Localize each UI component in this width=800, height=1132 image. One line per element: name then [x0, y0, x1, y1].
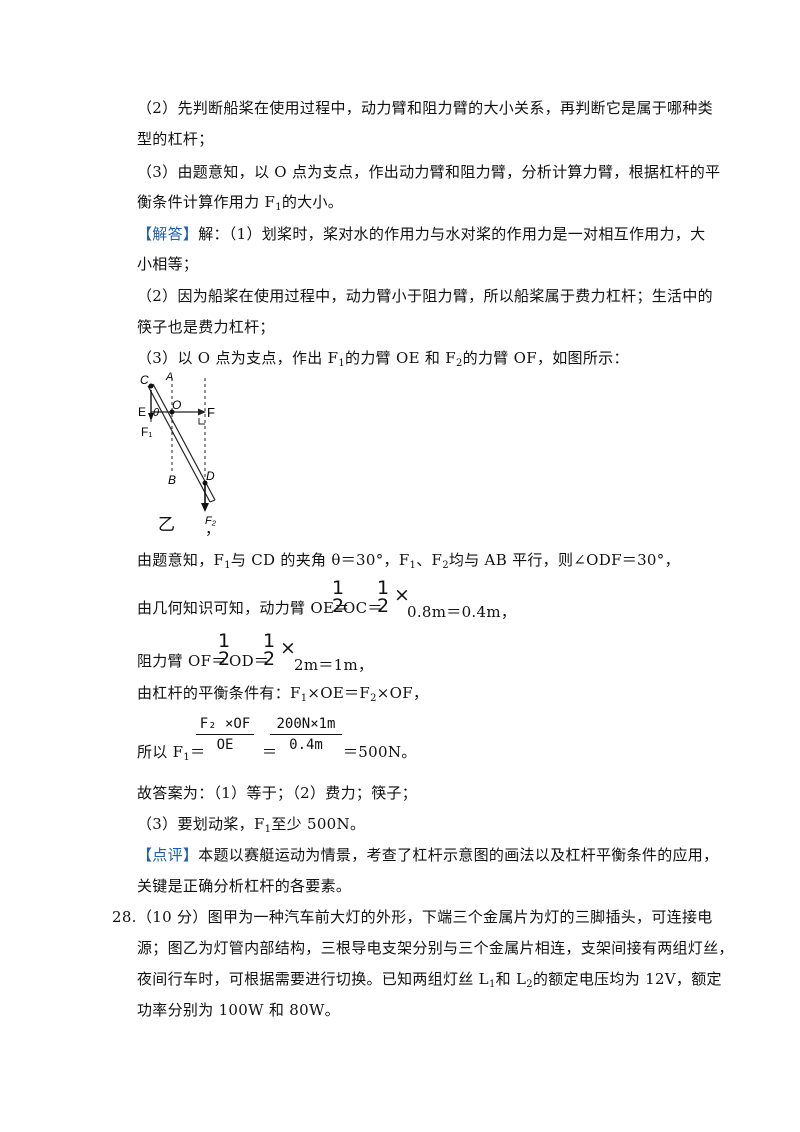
label-D: D [206, 469, 215, 483]
right-angle-mark [198, 418, 205, 425]
arrow-F2-head [201, 503, 209, 512]
formula-part: ＝500N。 [343, 743, 417, 761]
text-line: 由杠杆的平衡条件有：F1×OE＝F2×OF， [137, 684, 429, 704]
text-line: （3）由题意知，以 O 点为支点，作出动力臂和阻力臂，分析计算力臂，根据杠杆的平 [137, 163, 721, 181]
oar-edge [147, 385, 211, 503]
label-B: B [168, 473, 176, 487]
answer-line: 【解答】解：（1）划桨时，桨对水的作用力与水对桨的作用力是一对相互作用力，大 [137, 225, 706, 243]
label-F2: F₂ [205, 515, 217, 527]
times-sign: × [394, 584, 411, 606]
question-text: 功率分别为 100W 和 80W。 [137, 1001, 340, 1019]
text-line: 小相等； [137, 255, 199, 273]
text-line: 型的杠杆； [137, 130, 214, 148]
label-C: C [140, 373, 149, 387]
label-F1: F₁ [141, 425, 152, 439]
formula-line: 阻力臂 OF＝ [137, 652, 227, 670]
formula-part: 0.8m＝0.4m， [407, 603, 517, 621]
text-line: 关键是正确分析杠杆的各要素。 [137, 877, 352, 895]
answer-tag: 【解答】 [137, 225, 199, 243]
text-line: （2）因为船桨在使用过程中，动力臂小于阻力臂，所以船桨属于费力杠杆；生活中的 [137, 287, 713, 305]
text-line: 筷子也是费力杠杆； [137, 318, 275, 336]
point-C [148, 383, 154, 389]
formula-part: OC＝ [343, 599, 383, 617]
arrow-F [198, 408, 206, 416]
text-line: （3）以 O 点为支点，作出 F1的力臂 OE 和 F2的力臂 OF，如图所示： [137, 349, 629, 369]
question-text: （10 分）图甲为一种汽车前大灯的外形，下端三个金属片为灯的三脚插头，可连接电 [137, 908, 713, 926]
label-O: O [172, 398, 181, 412]
text-line: （3）要划动桨，F1至少 500N。 [137, 815, 366, 835]
arrow-F1-head [148, 413, 154, 421]
times-sign: × [280, 637, 297, 659]
question-text: 夜间行车时，可根据需要进行切换。已知两组灯丝 L1和 L2的额定电压均为 12V… [137, 970, 722, 990]
formula-part: OD＝ [229, 652, 270, 670]
question-number: 28. [112, 908, 137, 926]
formula-part: ＝ [262, 743, 278, 761]
oar-edge [209, 499, 216, 503]
label-E: E [138, 405, 146, 419]
question-text: 源；图乙为灯管内部结构，三根导电支架分别与三个金属片相连，支架间接有两组灯丝， [137, 939, 734, 957]
lever-diagram: C A E θ O F F₁ B D F₂ [138, 371, 217, 527]
formula-line: 所以 F1＝ [137, 743, 206, 763]
text-line: （2）先判断船桨在使用过程中，动力臂和阻力臂的大小关系，再判断它是属于哪种类 [137, 99, 713, 117]
label-A: A [165, 371, 173, 383]
label-theta: θ [153, 407, 159, 419]
text-line: 衡条件计算作用力 F1的大小。 [137, 193, 344, 213]
comment-line: 【点评】本题以赛艇运动为情景，考查了杠杆示意图的画法以及杠杆平衡条件的应用， [137, 846, 719, 864]
text-line: 故答案为：（1）等于；（2）费力；筷子； [137, 784, 418, 802]
point-O [169, 409, 175, 415]
formula-part: 2m＝1m， [294, 656, 374, 674]
figure-comma: ， [205, 520, 221, 538]
label-F: F [207, 405, 215, 420]
figure-caption: 乙 [158, 515, 176, 535]
formula-line: 由几何知识可知，动力臂 OE＝ [137, 599, 350, 617]
text-line: 由题意知，F1与 CD 的夹角 θ＝30°，F1、F2均与 AB 平行，则∠OD… [137, 551, 680, 571]
comment-tag: 【点评】 [137, 846, 199, 864]
